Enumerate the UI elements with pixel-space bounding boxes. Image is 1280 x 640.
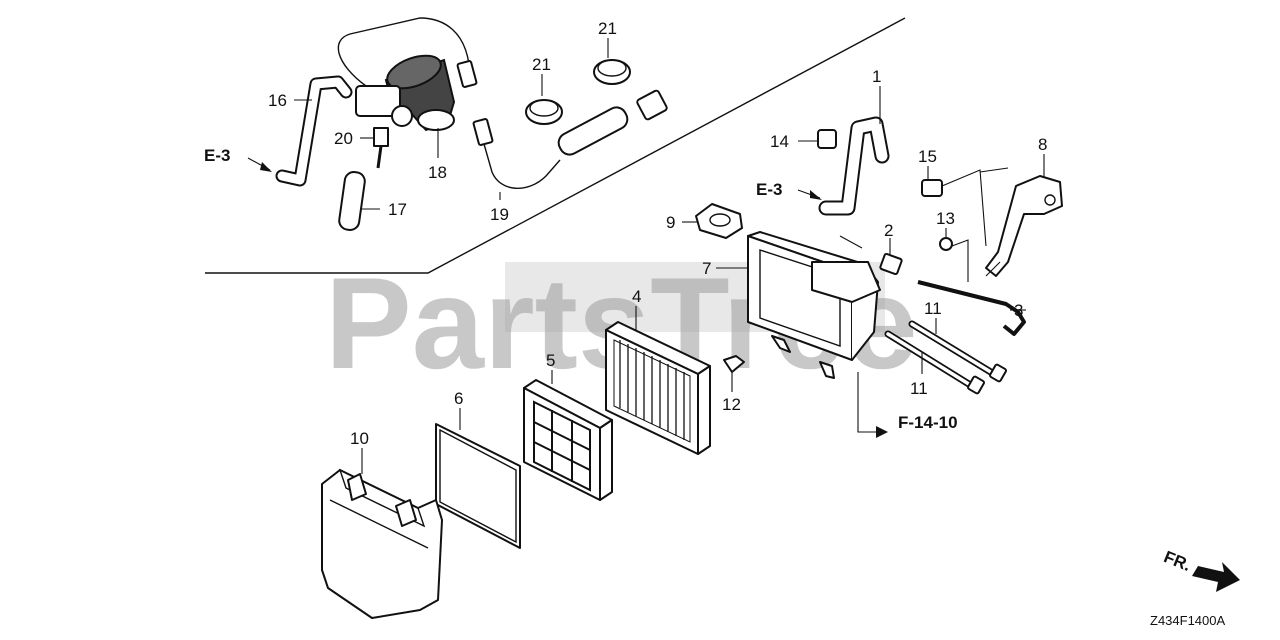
harness-connector-mid bbox=[472, 118, 494, 146]
filter-frame bbox=[523, 379, 613, 501]
ref-label-e3-right: E-3 bbox=[756, 180, 782, 199]
callout-2: 2 bbox=[884, 221, 893, 240]
short-hose bbox=[338, 171, 366, 231]
stay-bar bbox=[917, 280, 1026, 336]
callout-17: 17 bbox=[388, 200, 407, 219]
callout-18: 18 bbox=[428, 163, 447, 182]
callout-1: 1 bbox=[872, 67, 881, 86]
callout-21b: 21 bbox=[598, 19, 617, 38]
harness-connector-top bbox=[456, 60, 478, 88]
arrowhead-e3-right bbox=[810, 190, 822, 200]
callout-11-upper: 11 bbox=[924, 299, 942, 318]
leader-lines bbox=[247, 38, 1045, 474]
callout-19: 19 bbox=[490, 205, 509, 224]
sensor-body bbox=[355, 85, 401, 117]
ref-label-e3-left: E-3 bbox=[204, 146, 230, 165]
callout-21a: 21 bbox=[532, 55, 551, 74]
flange-bolt bbox=[921, 179, 943, 197]
callout-20: 20 bbox=[334, 129, 353, 148]
air-cleaner-cover bbox=[321, 468, 443, 619]
foam-prefilter bbox=[435, 423, 521, 549]
tube-clip bbox=[817, 129, 837, 149]
callout-10: 10 bbox=[350, 429, 369, 448]
washer bbox=[939, 237, 953, 251]
callout-14: 14 bbox=[770, 132, 789, 151]
nut bbox=[879, 252, 903, 276]
front-direction-arrow bbox=[1192, 562, 1240, 592]
paper-filter-element bbox=[605, 321, 711, 455]
separator-line bbox=[205, 17, 906, 274]
diagram-code: Z434F1400A bbox=[1150, 613, 1225, 628]
callout-15: 15 bbox=[918, 147, 937, 166]
callout-11-lower: 11 bbox=[910, 379, 928, 398]
front-direction-label: FR. bbox=[1161, 547, 1194, 575]
callout-12: 12 bbox=[722, 395, 741, 414]
ref-label-f14-10: F-14-10 bbox=[898, 413, 958, 432]
long-bolt-lower bbox=[884, 330, 985, 395]
callout-9: 9 bbox=[666, 213, 675, 232]
mounting-bolt bbox=[723, 355, 745, 373]
harness-wire-lower bbox=[479, 129, 561, 190]
callout-13: 13 bbox=[936, 209, 955, 228]
callout-6: 6 bbox=[454, 389, 463, 408]
harness-plug bbox=[636, 89, 668, 121]
sensor-port bbox=[391, 105, 413, 127]
callout-8: 8 bbox=[1038, 135, 1047, 154]
hose-fitting bbox=[373, 127, 389, 147]
long-bolt-upper bbox=[908, 320, 1007, 383]
fitting-stem bbox=[376, 145, 383, 169]
gasket bbox=[695, 203, 743, 239]
arrowhead-f14 bbox=[876, 426, 888, 438]
callout-4: 4 bbox=[632, 287, 641, 306]
callout-16: 16 bbox=[268, 91, 287, 110]
harness-sleeve bbox=[557, 106, 629, 156]
support-bracket bbox=[985, 175, 1063, 277]
air-cleaner-case bbox=[747, 231, 881, 379]
air-tube bbox=[820, 118, 888, 214]
callout-3: 3 bbox=[1014, 301, 1023, 320]
callout-5: 5 bbox=[546, 351, 555, 370]
harness-wire-upper bbox=[337, 17, 471, 87]
callout-7: 7 bbox=[702, 259, 711, 278]
breather-tube bbox=[277, 77, 351, 185]
rubber-sleeve bbox=[384, 54, 456, 132]
arrowhead-e3-left bbox=[260, 162, 272, 172]
